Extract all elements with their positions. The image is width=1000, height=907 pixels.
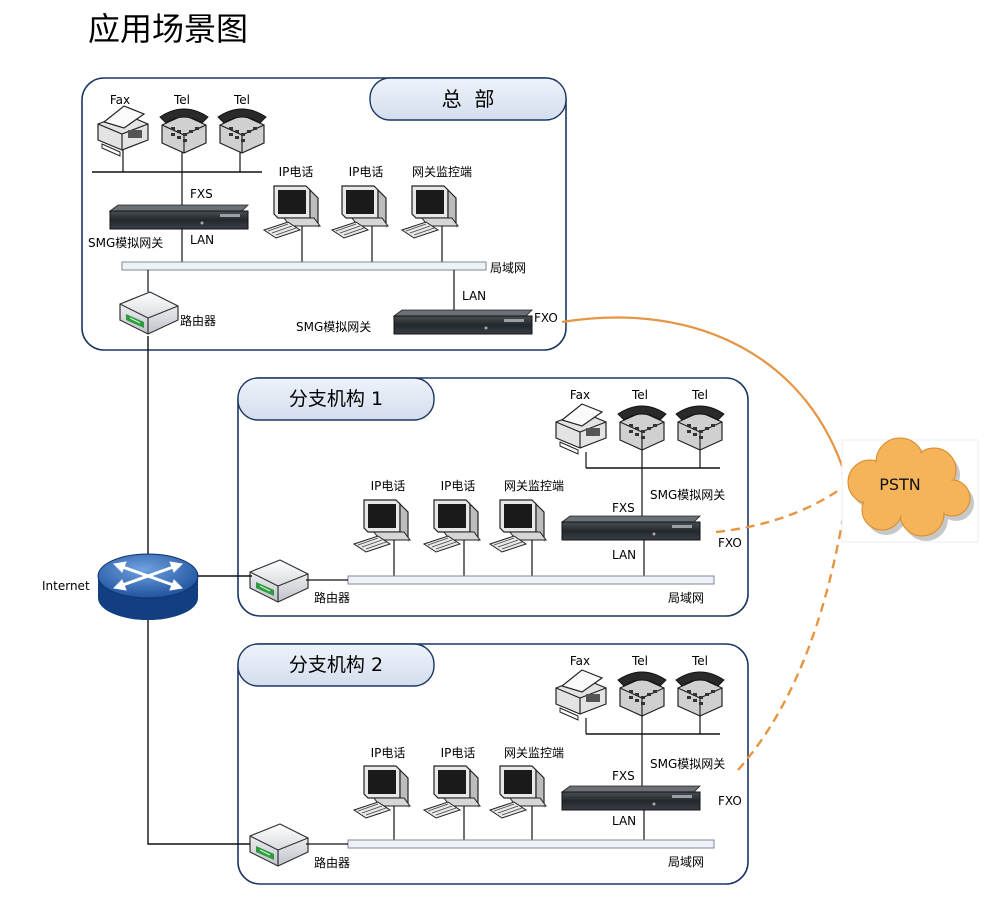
fxs-label: FXS (612, 769, 635, 783)
lan-bar (121, 261, 487, 271)
pc-label: IP电话 (371, 746, 406, 760)
headquarters-panel: 总 部 Fax Tel Tel FXS SMG模拟网关 LAN IP电话 IP电… (81, 77, 567, 351)
headquarters-title: 总 部 (442, 87, 495, 111)
pstn-links (561, 316, 848, 771)
gateway-device-icon (393, 309, 533, 335)
gateway-device-icon (561, 515, 701, 541)
gateway-device-icon (561, 785, 701, 811)
branch2-panel: 分支机构 2 Fax Tel Tel SMG模拟网关 FXS FXO LAN I… (237, 643, 749, 885)
tel-label: Tel (631, 654, 648, 668)
gateway-label: SMG模拟网关 (650, 757, 725, 771)
router-label: 路由器 (314, 855, 350, 870)
pc-label: IP电话 (349, 165, 384, 179)
pstn-label: PSTN (879, 475, 921, 494)
fxs-label: FXS (190, 187, 213, 201)
lan-label: LAN (190, 233, 214, 247)
fax-label: Fax (570, 654, 590, 668)
headquarters-frame (81, 77, 567, 351)
gateway-label: SMG模拟网关 (296, 320, 371, 334)
fax-label: Fax (570, 388, 590, 402)
branch1-tab (237, 377, 435, 421)
pc-label: IP电话 (441, 479, 476, 493)
tel-label: Tel (233, 93, 250, 107)
lan-bar (347, 839, 715, 849)
fxo-label: FXO (718, 536, 742, 550)
fxo-label: FXO (534, 311, 558, 325)
gateway-label: SMG模拟网关 (88, 236, 163, 250)
router-label: 路由器 (180, 313, 216, 328)
pc-label: 网关监控端 (504, 479, 564, 493)
fax-label: Fax (110, 93, 130, 107)
lan-bar (347, 575, 715, 585)
page-title: 应用场景图 (88, 10, 249, 48)
fxo-label: FXO (718, 794, 742, 808)
lan-label: LAN (612, 814, 636, 828)
pc-label: 网关监控端 (504, 746, 564, 760)
wan-links (147, 336, 252, 845)
fxs-label: FXS (612, 501, 635, 515)
branch1-title: 分支机构 1 (289, 388, 383, 410)
router-arrows-icon (112, 561, 184, 591)
lan-name-label: 局域网 (668, 855, 704, 869)
tel-label: Tel (691, 654, 708, 668)
internet-label: Internet (42, 579, 90, 593)
gateway-label: SMG模拟网关 (650, 488, 725, 502)
pc-label: IP电话 (371, 479, 406, 493)
lan-label: LAN (612, 548, 636, 562)
tel-label: Tel (173, 93, 190, 107)
tel-label: Tel (631, 388, 648, 402)
pstn-cloud (841, 437, 979, 543)
pc-label: IP电话 (441, 746, 476, 760)
lan-name-label: 局域网 (668, 591, 704, 605)
headquarters-tab (369, 77, 567, 121)
tel-label: Tel (691, 388, 708, 402)
internet-cloud (97, 553, 199, 620)
pc-label: 网关监控端 (412, 165, 472, 179)
lan-label: LAN (462, 289, 486, 303)
branch1-panel: 分支机构 1 Fax Tel Tel SMG模拟网关 FXS FXO LAN I… (237, 377, 749, 617)
pc-label: IP电话 (279, 165, 314, 179)
branch2-title: 分支机构 2 (289, 654, 383, 676)
branch2-tab (237, 643, 435, 687)
lan-name-label: 局域网 (490, 261, 526, 275)
gateway-device-icon (109, 204, 249, 230)
router-label: 路由器 (314, 590, 350, 605)
